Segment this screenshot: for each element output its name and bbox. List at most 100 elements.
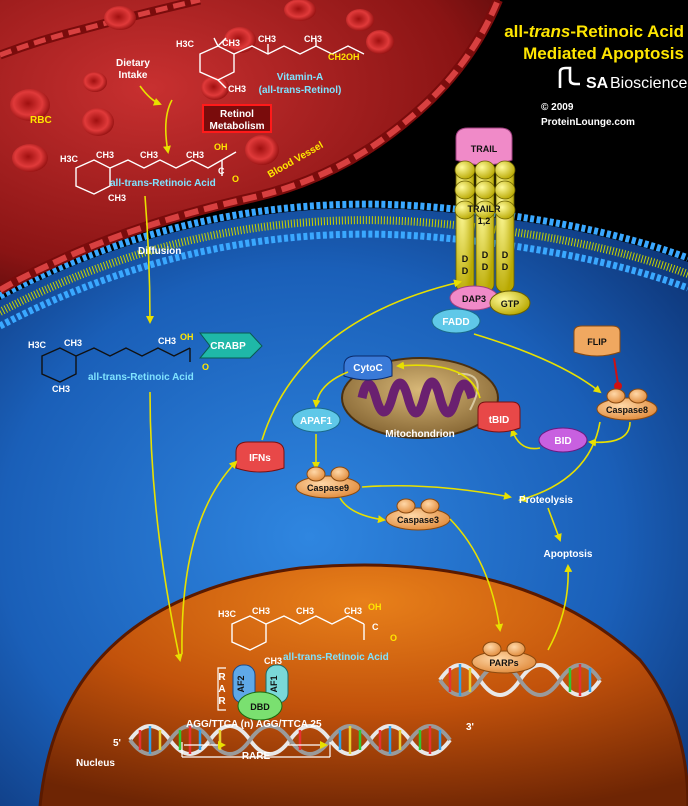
retinol-metabolism-1: Retinol [220, 109, 254, 120]
svg-text:CH3: CH3 [222, 38, 240, 48]
svg-text:A: A [218, 684, 225, 695]
svg-text:CH3: CH3 [252, 606, 270, 616]
gtp-label: GTP [501, 299, 520, 309]
nucleus [38, 563, 688, 806]
rbc-label: RBC [30, 115, 52, 126]
three-prime-label: 3' [466, 722, 474, 733]
svg-text:CH3: CH3 [296, 606, 314, 616]
proteolysis-to-apoptosis-arrow [547, 507, 562, 542]
bid-to-tbid-arrow [510, 428, 541, 450]
proteolysis-label: Proteolysis [519, 495, 573, 506]
caspase9-shape [295, 466, 361, 499]
svg-text:H3C: H3C [28, 340, 47, 350]
apaf1-shape [291, 407, 341, 433]
caspase9-to-caspase3-arrow [339, 497, 386, 524]
atra-label-2: all-trans-Retinoic Acid [88, 372, 194, 383]
svg-text:CH2OH: CH2OH [328, 52, 360, 62]
cytoc-to-apaf1-arrow [312, 371, 349, 408]
svg-text:CH3: CH3 [108, 193, 126, 203]
brand-logo: SA Biosciences [558, 66, 688, 92]
svg-text:C: C [218, 166, 225, 176]
svg-text:CytoC: CytoC [353, 363, 382, 374]
svg-text:OH: OH [180, 332, 194, 342]
bid-label: BID [554, 436, 571, 447]
svg-text:O: O [390, 633, 397, 643]
retinol-metabolism-2: Metabolism [209, 121, 264, 132]
nucleus-to-ifns-arrow [181, 460, 238, 655]
dietary-arrow [139, 85, 162, 106]
fadd-shape [431, 308, 481, 334]
caspase8-proteolysis-arrow [518, 421, 601, 503]
caspase9-to-proteolysis-arrow [361, 484, 512, 500]
dap3-label: DAP3 [462, 294, 486, 304]
svg-text:AF2: AF2 [236, 675, 246, 692]
bid-shape [538, 427, 588, 453]
svg-text:H3C: H3C [218, 609, 237, 619]
ifns-label: IFNs [249, 453, 271, 464]
caspase8-to-bid-arrow [588, 421, 631, 447]
crabp-label: CRABP [210, 341, 246, 352]
svg-text:CH3: CH3 [344, 606, 362, 616]
parps-label: PARPs [489, 658, 518, 668]
apaf1-label: APAF1 [300, 416, 332, 427]
dbd-shape [237, 691, 283, 721]
atra-to-nucleus-arrow [149, 391, 183, 662]
parps-to-apoptosis-arrow [547, 564, 573, 651]
ifns-shape [235, 441, 285, 473]
svg-text:CH3: CH3 [64, 338, 82, 348]
svg-text:D: D [502, 250, 509, 260]
site-name: ProteinLounge.com [541, 117, 635, 128]
flip-inhibit-line [613, 357, 619, 385]
svg-text:D: D [482, 262, 489, 272]
svg-text:CH3: CH3 [186, 150, 204, 160]
crabp-shape [198, 332, 263, 359]
svg-text:CH3: CH3 [258, 34, 276, 44]
tbid-shape [477, 401, 521, 433]
retinol-metabolism-box [202, 104, 272, 133]
fadd-label: FADD [442, 317, 469, 328]
atra-label-1: all-trans-Retinoic Acid [110, 178, 216, 189]
caspase3-to-parps-arrow [449, 518, 504, 632]
vitamin-a-molecule: H3C CH3 CH3 CH3 CH3 CH2OH [176, 34, 365, 94]
flip-shape [573, 325, 621, 357]
svg-text:O: O [232, 174, 239, 184]
trailr-label: TRAILR [468, 204, 501, 214]
caspase8-shape [596, 388, 658, 421]
parps-shape [471, 641, 537, 674]
svg-text:OH: OH [214, 142, 228, 152]
blood-vessel [0, 0, 503, 295]
diffusion-arrow [144, 195, 154, 324]
atra-molecule-nucleus: H3C CH3 CH3 CH3 CH3 OH C O all-trans-Ret… [218, 602, 397, 666]
extrinsic-pathway: FLIP Caspase8 BID [473, 325, 658, 503]
atra-molecule-blood: H3C CH3 CH3 CH3 CH3 OH C O all-trans-Ret… [60, 99, 239, 324]
vitamin-a-label: Vitamin-A [277, 72, 324, 83]
svg-text:D: D [462, 266, 469, 276]
atra-label-3: all-trans-Retinoic Acid [283, 652, 389, 663]
svg-text:DBD: DBD [250, 702, 270, 712]
nucleus-label: Nucleus [76, 758, 115, 769]
trail-receptor: TRAIL TRAILR 1,2 D D D D D D DAP3 GTP FA… [431, 127, 531, 334]
brand-biosciences: Biosciences [610, 75, 688, 92]
svg-text:H3C: H3C [60, 154, 79, 164]
svg-text:O: O [202, 362, 209, 372]
brand-sa: SA [586, 75, 609, 92]
gtp-shape [489, 290, 531, 316]
svg-text:D: D [462, 254, 469, 264]
rare-bracket [181, 741, 331, 758]
five-prime-label: 5' [113, 738, 121, 749]
title-block: all-trans-Retinoic Acid Mediated Apoptos… [504, 22, 688, 128]
fadd-to-caspase8-arrow [473, 333, 602, 394]
caspase9-label: Caspase9 [307, 483, 349, 493]
rar-complex: R A R AF2 AF1 DBD [217, 664, 289, 721]
title-line-2: Mediated Apoptosis [523, 44, 684, 63]
svg-text:CH3: CH3 [158, 336, 176, 346]
tbid-label: tBID [489, 415, 510, 426]
copyright: © 2009 [541, 102, 574, 113]
mito-to-cytoc-arrow [396, 361, 481, 399]
caspase3-label: Caspase3 [397, 515, 439, 525]
metabolism-arrow [163, 99, 173, 154]
svg-text:CH3: CH3 [264, 656, 282, 666]
diffusion-label: Diffusion [138, 246, 181, 257]
svg-text:H3C: H3C [176, 39, 195, 49]
